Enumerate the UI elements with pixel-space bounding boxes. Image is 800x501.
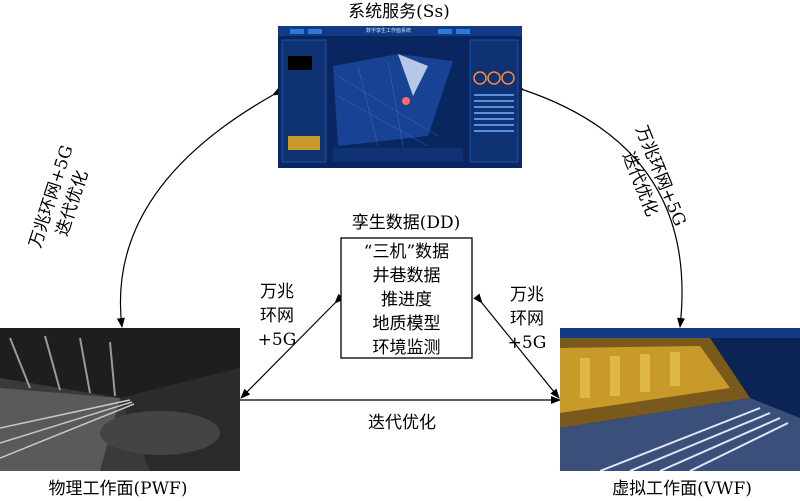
virtual-face-image [560, 328, 800, 471]
virtual-face-art [560, 328, 800, 471]
left-diag-label-line: +5G [257, 330, 297, 350]
left-curve-arrow [116, 87, 283, 328]
system-service-header: 数字孪生工作面系统 [366, 28, 412, 34]
right-diag-label: 万兆 环网 +5G [502, 283, 552, 355]
twin-data-list: “三机”数据 井巷数据 推进度 地质模型 环境监测 [341, 240, 472, 360]
physical-face-image [0, 328, 240, 471]
right-diag-label-line: 万兆 [510, 285, 544, 305]
system-service-title: 系统服务(Ss) [348, 2, 450, 22]
twin-data-item: 地质模型 [372, 314, 441, 334]
virtual-face-title: 虚拟工作面(VWF) [612, 479, 752, 499]
twin-data-item: “三机”数据 [363, 242, 450, 262]
system-service-screen: 数字孪生工作面系统 [278, 26, 522, 168]
system-service-screen-art [278, 26, 522, 168]
twin-data-item: 推进度 [381, 290, 432, 310]
bottom-link-label: 迭代优化 [368, 413, 436, 433]
left-diag-label-line: 万兆 [260, 282, 294, 302]
left-diag-arrow [240, 293, 345, 399]
right-curve-arrow [514, 83, 685, 328]
twin-data-item: 井巷数据 [372, 266, 441, 286]
physical-face-art [0, 328, 240, 471]
left-diag-label: 万兆 环网 +5G [252, 280, 302, 352]
twin-data-box [340, 237, 473, 359]
right-diag-label-line: 环网 [510, 309, 544, 329]
twin-data-title: 孪生数据(DD) [351, 213, 461, 233]
right-diag-label-line: +5G [507, 333, 547, 353]
physical-face-title: 物理工作面(PWF) [48, 479, 188, 499]
twin-data-item: 环境监测 [372, 338, 441, 358]
left-diag-label-line: 环网 [260, 306, 294, 326]
right-diag-arrow [473, 293, 560, 399]
